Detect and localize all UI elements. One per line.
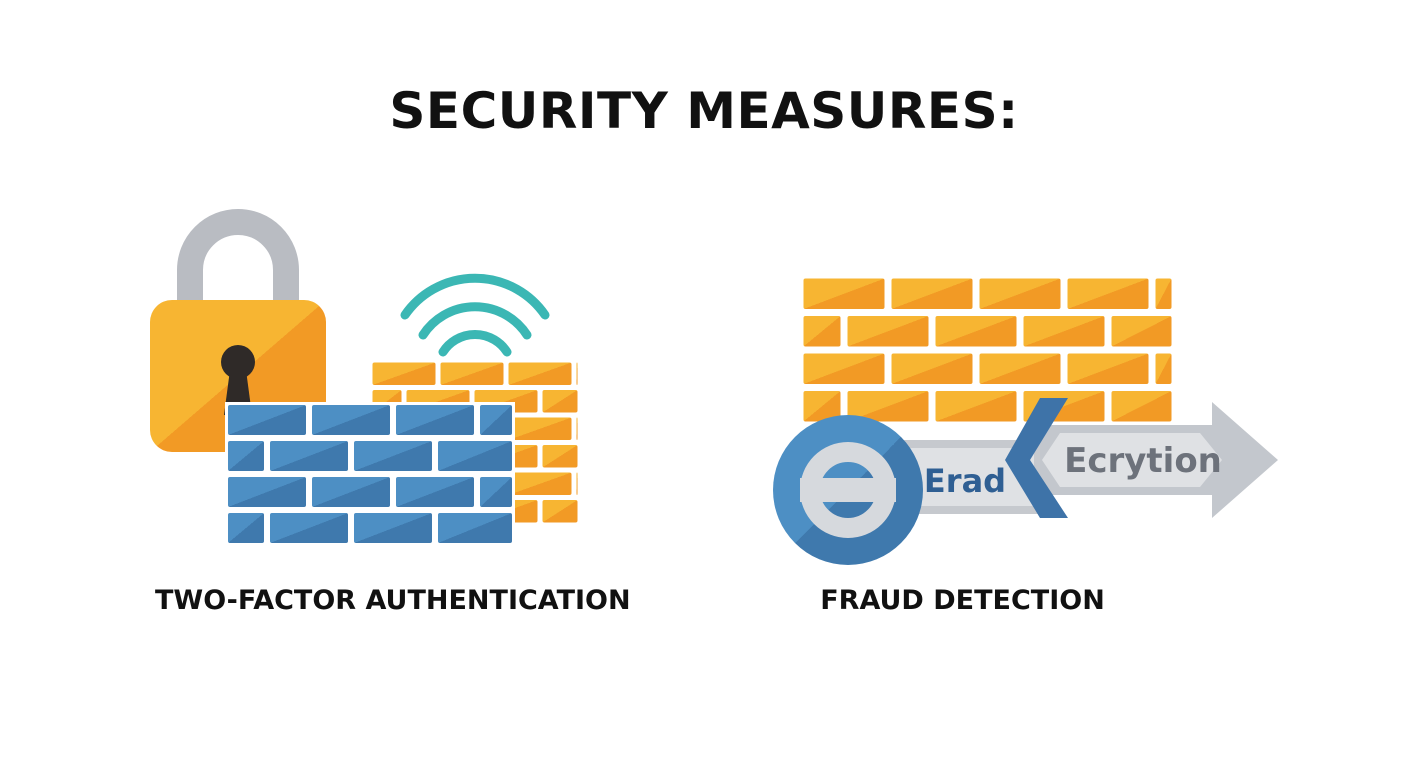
brick bbox=[228, 513, 264, 543]
brick bbox=[1155, 353, 1172, 384]
brick-wall-icon bbox=[800, 275, 1175, 425]
brick bbox=[228, 441, 264, 471]
brick bbox=[935, 316, 1017, 347]
brick bbox=[354, 513, 432, 543]
brick bbox=[508, 472, 572, 495]
brick bbox=[979, 353, 1061, 384]
brick bbox=[576, 362, 578, 385]
fraud-detection-label: FRAUD DETECTION bbox=[820, 585, 1105, 616]
brick bbox=[228, 405, 306, 435]
arrow-icon: Ecrytion bbox=[1040, 402, 1278, 518]
brick bbox=[396, 477, 474, 507]
brick bbox=[847, 316, 929, 347]
brick bbox=[508, 417, 572, 440]
brick bbox=[1155, 278, 1172, 309]
brick bbox=[228, 477, 306, 507]
brick bbox=[847, 391, 929, 422]
brick bbox=[1111, 316, 1172, 347]
brick bbox=[438, 441, 512, 471]
brick bbox=[440, 362, 504, 385]
arrow-text: Ecrytion bbox=[1064, 441, 1222, 481]
brick bbox=[270, 513, 348, 543]
brick bbox=[542, 445, 578, 468]
brick bbox=[1067, 278, 1149, 309]
brick bbox=[508, 362, 572, 385]
brick-wall-icon bbox=[225, 402, 515, 546]
brick bbox=[935, 391, 1017, 422]
brick bbox=[312, 405, 390, 435]
brick bbox=[270, 441, 348, 471]
brick bbox=[803, 353, 885, 384]
two-factor-label: TWO-FACTOR AUTHENTICATION bbox=[155, 585, 631, 616]
brick bbox=[576, 472, 578, 495]
keyhole-icon bbox=[221, 345, 255, 379]
brick bbox=[1023, 316, 1105, 347]
brick bbox=[891, 278, 973, 309]
brick bbox=[542, 390, 578, 413]
brick bbox=[542, 500, 578, 523]
brick bbox=[312, 477, 390, 507]
brick bbox=[803, 278, 885, 309]
brick bbox=[803, 391, 841, 422]
brick bbox=[480, 477, 512, 507]
brick bbox=[396, 405, 474, 435]
brick bbox=[576, 417, 578, 440]
wifi-icon bbox=[400, 273, 550, 357]
page-title: SECURITY MEASURES: bbox=[389, 82, 1019, 140]
brick bbox=[1067, 353, 1149, 384]
chevron-icon bbox=[1005, 398, 1068, 518]
brick bbox=[891, 353, 973, 384]
brick bbox=[354, 441, 432, 471]
brick bbox=[803, 316, 841, 347]
brick bbox=[372, 362, 436, 385]
brick bbox=[480, 405, 512, 435]
shield-badge-icon bbox=[773, 415, 923, 565]
brick bbox=[1111, 391, 1172, 422]
bar-text: Erad bbox=[924, 462, 1006, 500]
brick bbox=[979, 278, 1061, 309]
brick bbox=[438, 513, 512, 543]
